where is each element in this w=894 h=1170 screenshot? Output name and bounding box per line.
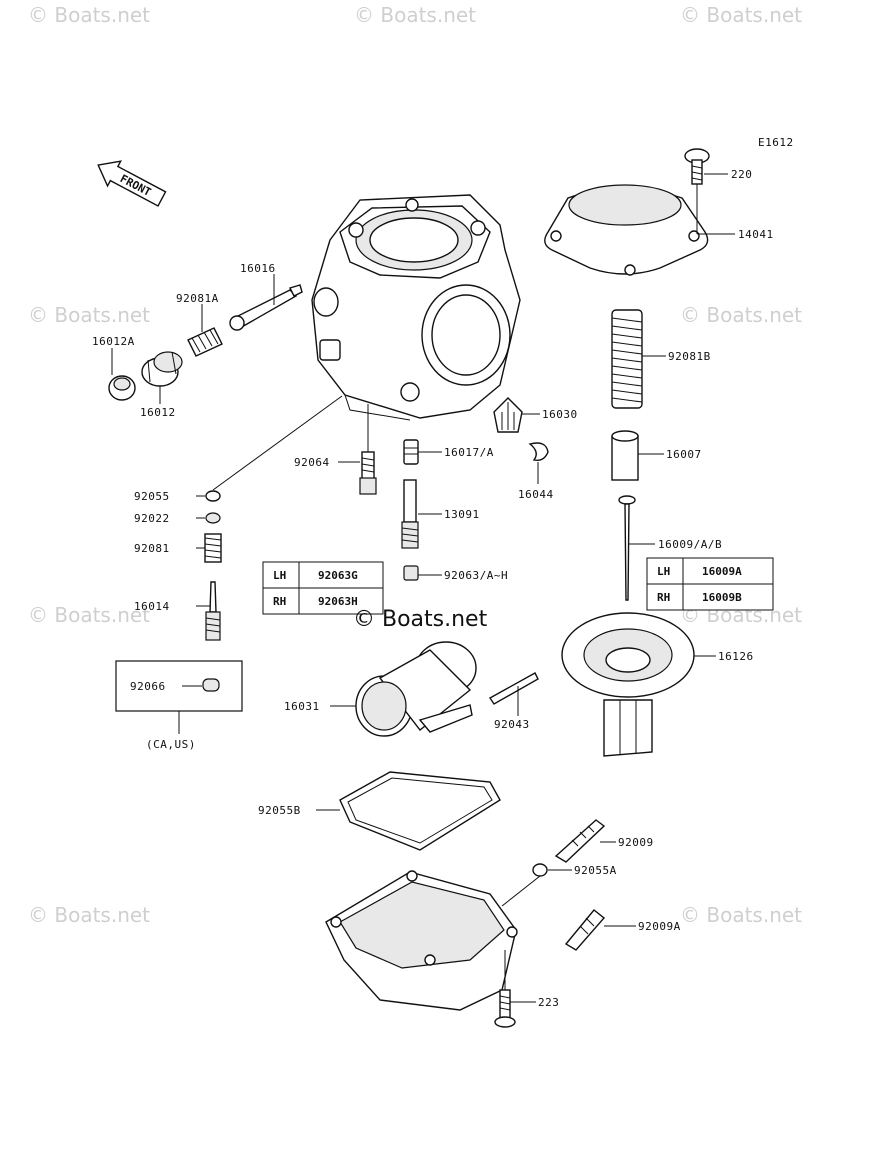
needle-holder-16007 — [611, 430, 639, 481]
float-valve-16030 — [493, 397, 523, 433]
spring-92081b — [611, 309, 643, 409]
washer-92022 — [205, 512, 221, 524]
vacuum-piston-16126 — [561, 612, 695, 757]
label-16009: 16009/A/B — [658, 538, 722, 551]
screw-92009a — [564, 909, 606, 951]
label-16012a: 16012A — [92, 335, 135, 348]
label-16014: 16014 — [134, 600, 170, 613]
table-cell: LH — [273, 569, 286, 582]
label-92022: 92022 — [134, 512, 170, 525]
part-92066-box: 92066 (CA,US) — [115, 660, 243, 751]
label-16126: 16126 — [718, 650, 754, 663]
clip-16044 — [528, 442, 549, 462]
table-cell: 16009B — [702, 591, 742, 604]
spring-92081a — [187, 327, 223, 357]
screw-92009 — [554, 819, 606, 863]
label-14041: 14041 — [738, 228, 774, 241]
gasket-92055b — [339, 771, 501, 851]
needle-jet-13091 — [401, 479, 419, 549]
jet-16017 — [403, 439, 419, 465]
cap-16012a — [108, 375, 136, 401]
watermark: © Boats.net — [28, 603, 150, 627]
table-cell: RH — [273, 595, 286, 608]
jet-92063 — [403, 565, 419, 581]
screw-16014 — [205, 581, 221, 641]
label-92081b: 92081B — [668, 350, 711, 363]
table-cell: RH — [657, 591, 670, 604]
diagram-code: E1612 — [758, 136, 794, 149]
label-92055: 92055 — [134, 490, 170, 503]
label-16030: 16030 — [542, 408, 578, 421]
pin-92043 — [488, 672, 539, 705]
o-ring-92055a — [532, 863, 548, 877]
label-92055a: 92055A — [574, 864, 617, 877]
float-bowl — [325, 870, 518, 1011]
table-16009: LH 16009A RH 16009B — [646, 557, 774, 611]
table-92063: LH 92063G RH 92063H — [262, 561, 384, 615]
jet-needle-16009 — [618, 495, 636, 601]
plug-16012 — [141, 351, 183, 387]
label-92055b: 92055B — [258, 804, 301, 817]
label-220: 220 — [731, 168, 752, 181]
label-13091: 13091 — [444, 508, 480, 521]
label-16031: 16031 — [284, 700, 320, 713]
label-92043: 92043 — [494, 718, 530, 731]
part-labels: 220 14041 16016 92081A 16012A 16012 9208… — [92, 168, 774, 1009]
spring-92081 — [204, 533, 222, 563]
float-16031 — [355, 641, 477, 737]
carburetor-body — [311, 194, 521, 421]
label-223: 223 — [538, 996, 559, 1009]
label-16017: 16017/A — [444, 446, 494, 459]
top-cover — [544, 184, 709, 276]
watermark: © Boats.net — [354, 3, 476, 27]
label-16016: 16016 — [240, 262, 276, 275]
label-92081a: 92081A — [176, 292, 219, 305]
label-16012: 16012 — [140, 406, 176, 419]
table-cell: 16009A — [702, 565, 742, 578]
leader-lines — [111, 173, 735, 1003]
label-ca-us: (CA,US) — [146, 738, 196, 751]
label-92009: 92009 — [618, 836, 654, 849]
center-watermark: © Boats.net — [353, 607, 488, 632]
watermark: © Boats.net — [28, 3, 150, 27]
label-92064: 92064 — [294, 456, 330, 469]
label-16044: 16044 — [518, 488, 554, 501]
front-arrow-icon: FRONT — [97, 160, 167, 207]
pilot-screw-16016 — [229, 284, 303, 331]
label-16007: 16007 — [666, 448, 702, 461]
screw-223 — [494, 989, 516, 1028]
watermark: © Boats.net — [680, 3, 802, 27]
watermark: © Boats.net — [680, 303, 802, 327]
label-92066: 92066 — [130, 680, 166, 693]
table-cell: LH — [657, 565, 670, 578]
o-ring-92055 — [205, 490, 221, 502]
watermark: © Boats.net — [28, 903, 150, 927]
watermark: © Boats.net — [680, 903, 802, 927]
label-92081: 92081 — [134, 542, 170, 555]
watermark: © Boats.net — [28, 303, 150, 327]
label-92009a: 92009A — [638, 920, 681, 933]
table-cell: 92063H — [318, 595, 358, 608]
label-92063: 92063/A~H — [444, 569, 508, 582]
screw-92064 — [359, 451, 377, 495]
table-cell: 92063G — [318, 569, 358, 582]
screw-220 — [684, 148, 710, 185]
